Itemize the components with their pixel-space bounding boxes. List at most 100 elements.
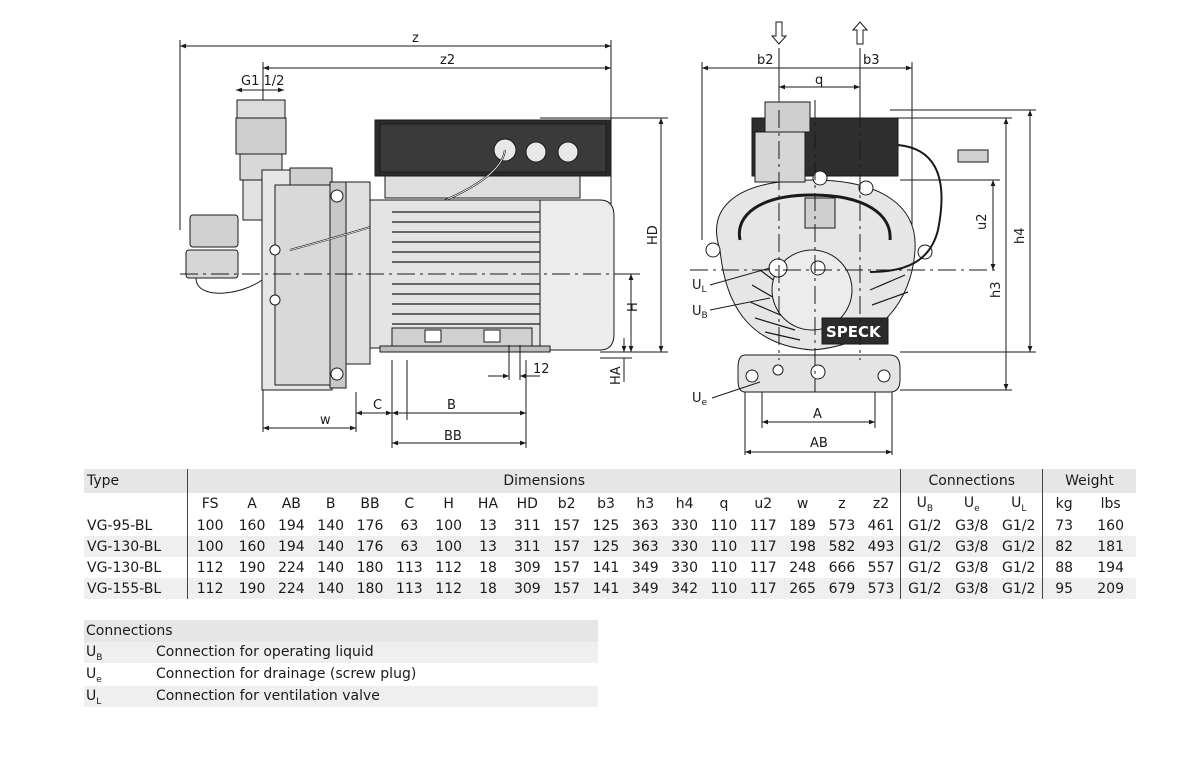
dimension-cell: 117 (743, 536, 783, 557)
column-header-ue: Ue (963, 494, 980, 514)
dimension-cell: 18 (479, 559, 497, 576)
dimension-cell: 311 (513, 517, 541, 534)
label-z2: z2 (440, 53, 455, 68)
connection-cell: G3/8 (955, 517, 989, 534)
connection-cell: G1/2 (995, 578, 1043, 599)
dimension-cell: 198 (782, 536, 823, 557)
dimension-cell: 160 (238, 517, 266, 534)
weight-cell: 82 (1042, 536, 1086, 557)
label-u2: u2 (975, 213, 990, 230)
column-header-z: z (838, 496, 846, 512)
dimension-cell: 117 (749, 559, 777, 576)
type-header: Type (84, 469, 188, 493)
column-header-hd: HD (516, 496, 538, 512)
dimension-cell: 176 (356, 517, 384, 534)
dimension-cell: 13 (479, 517, 497, 534)
dimension-cell: 330 (671, 517, 698, 534)
dimension-cell: 63 (389, 536, 429, 557)
weight-cell: 181 (1085, 536, 1136, 557)
dimension-cell: 140 (311, 578, 351, 599)
dimension-cell: 100 (428, 536, 469, 557)
connection-cell: G1/2 (900, 536, 949, 557)
dimension-cell: 157 (553, 559, 580, 576)
dimension-cell: 110 (704, 536, 744, 557)
dimension-cell: 224 (277, 559, 305, 576)
column-header-h4: h4 (675, 496, 694, 512)
dimension-cell: 557 (867, 559, 895, 576)
front-view-labels: b2 b3 q u2 h3 h4 A AB UL UB Ue SPECK (692, 53, 1028, 451)
label-h: H (626, 302, 641, 312)
column-header-kg: kg (1042, 493, 1086, 515)
weight-cell: 194 (1097, 559, 1124, 576)
dimension-cell: 140 (317, 559, 345, 576)
label-q: q (815, 73, 823, 88)
side-view-labels: z z2 G1 1/2 HD H HA 12 w C B BB (241, 31, 661, 444)
label-bb: BB (444, 429, 462, 444)
front-view (690, 21, 1036, 455)
connection-cell: G1/2 (995, 536, 1043, 557)
dimension-cell: 666 (828, 559, 856, 576)
column-header-h3: h3 (636, 496, 655, 512)
dimension-cell: 180 (356, 559, 384, 576)
dimension-cell: 117 (743, 578, 783, 599)
dimension-cell: 363 (625, 536, 665, 557)
technical-drawing: z z2 G1 1/2 HD H HA 12 w C B BB (179, 21, 1036, 455)
dimension-cell: 461 (867, 517, 895, 534)
label-12: 12 (533, 362, 550, 377)
dimension-cell: 493 (861, 536, 901, 557)
dimension-cell: 330 (664, 536, 705, 557)
dimension-cell: 189 (789, 517, 816, 534)
column-header-ab: AB (281, 496, 301, 512)
dimension-cell: 125 (592, 517, 620, 534)
weight-cell: 88 (1042, 557, 1086, 578)
dimension-cell: 100 (435, 517, 463, 534)
dimension-cell: 157 (546, 536, 587, 557)
dimension-cell: 342 (664, 578, 705, 599)
dimension-cell: 125 (586, 536, 626, 557)
column-header-ul: UL (1011, 494, 1027, 514)
connection-cell: G3/8 (948, 578, 996, 599)
dimension-cell: 349 (625, 578, 665, 599)
dimension-cell: 309 (513, 559, 541, 576)
dimension-cell: 18 (468, 578, 508, 599)
dimension-cell: 110 (710, 559, 738, 576)
label-ha: HA (609, 366, 624, 385)
type-cell: VG-130-BL (87, 559, 162, 576)
dimension-cell: 190 (238, 559, 266, 576)
dimension-cell: 363 (631, 517, 659, 534)
connection-cell: G1/2 (1002, 559, 1036, 576)
dimension-cell: 100 (186, 515, 233, 536)
weight-cell: 95 (1042, 578, 1086, 599)
dimension-cell: 112 (186, 557, 233, 578)
dimension-cell: 100 (186, 536, 233, 557)
column-header-b2: b2 (557, 496, 576, 512)
dimension-cell: 248 (789, 559, 816, 576)
dimensions-header: Dimensions (186, 469, 901, 493)
type-cell: VG-155-BL (84, 578, 188, 599)
legend-symbol: UL (86, 688, 102, 707)
column-header-ub: UB (900, 493, 949, 515)
column-header-c: C (404, 496, 415, 512)
label-ul: UL (692, 278, 707, 295)
weight-cell: 160 (1097, 517, 1124, 534)
dimension-cell: 110 (710, 517, 738, 534)
dimension-cell: 573 (861, 578, 901, 599)
dimension-cell: 349 (631, 559, 659, 576)
dimension-cell: 194 (277, 517, 305, 534)
dimension-cell: 141 (592, 559, 620, 576)
dimension-cell: 157 (546, 578, 587, 599)
dimension-cell: 140 (311, 536, 351, 557)
column-header-z2: z2 (872, 496, 890, 512)
dimension-cell: 63 (400, 517, 419, 534)
dimension-cell: 194 (271, 536, 311, 557)
dimension-cell: 113 (389, 578, 429, 599)
dimension-cell: 679 (822, 578, 862, 599)
column-header-b3: b3 (597, 496, 615, 512)
legend-symbol: UB (86, 644, 103, 663)
